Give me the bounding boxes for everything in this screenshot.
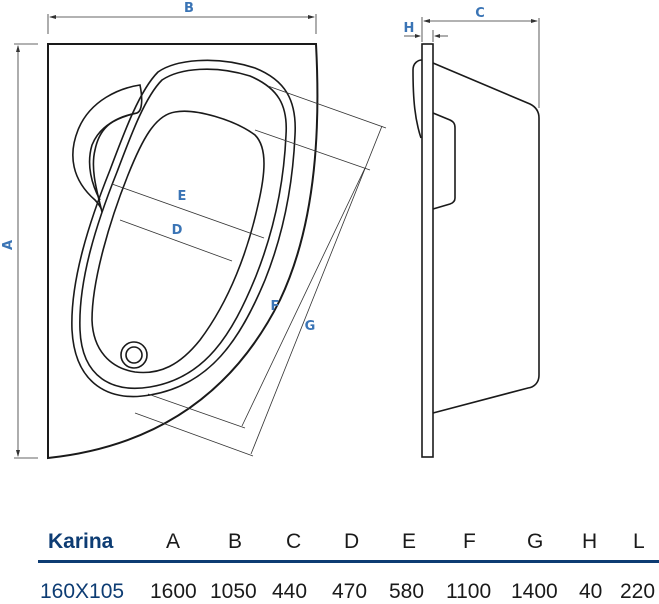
header-b: B	[228, 530, 243, 553]
dimension-g: G	[134, 85, 387, 457]
label-g: G	[305, 319, 316, 334]
header-e: E	[402, 530, 417, 553]
headrest-inner	[88, 112, 138, 201]
dimension-f: F	[147, 129, 371, 429]
label-c: C	[475, 6, 485, 21]
tub-outer-outline	[47, 43, 319, 460]
header-h: H	[582, 530, 598, 553]
value-c: 440	[272, 580, 308, 603]
value-a: 1600	[150, 580, 197, 603]
dimension-c: C	[423, 6, 540, 108]
basin-inner	[91, 110, 265, 374]
label-b: B	[184, 1, 194, 16]
side-view: H C	[404, 6, 540, 458]
header-a: A	[166, 530, 181, 553]
label-h: H	[404, 21, 415, 36]
header-c: C	[286, 530, 302, 553]
value-f: 1100	[446, 580, 492, 603]
label-f: F	[271, 299, 280, 314]
value-h: 40	[579, 580, 603, 603]
label-e: E	[178, 189, 187, 204]
model-name: Karina	[48, 530, 114, 553]
tub-step	[432, 112, 456, 210]
drain-icon	[120, 341, 148, 369]
dimensions-table: Karina A B C D E F G H L 160X105 1600 10…	[0, 520, 659, 603]
side-panel	[421, 43, 434, 458]
label-d: D	[172, 223, 183, 238]
basin-rim-outer	[71, 59, 296, 398]
basin-rim-inner	[79, 68, 288, 389]
header-f: F	[463, 530, 476, 553]
value-g: 1400	[511, 580, 558, 603]
tub-body	[432, 62, 540, 414]
value-b: 1050	[210, 580, 257, 603]
bathtub-technical-drawing: A B E D F	[1, 1, 540, 460]
dimension-e: E	[111, 183, 265, 239]
front-lip	[412, 59, 423, 139]
headrest	[72, 84, 143, 213]
dimension-h: H	[404, 17, 448, 42]
header-d: D	[344, 530, 360, 553]
header-divider	[38, 560, 659, 563]
dimension-b: B	[47, 1, 317, 34]
value-l: 220	[620, 580, 656, 603]
dimension-a: A	[1, 43, 38, 459]
top-view: A B E D F	[1, 1, 387, 460]
size-cell: 160X105	[40, 580, 125, 603]
label-a: A	[1, 240, 16, 250]
value-e: 580	[389, 580, 425, 603]
dimension-d: D	[119, 219, 233, 262]
value-d: 470	[332, 580, 368, 603]
header-g: G	[527, 530, 544, 553]
header-l: L	[633, 530, 645, 553]
